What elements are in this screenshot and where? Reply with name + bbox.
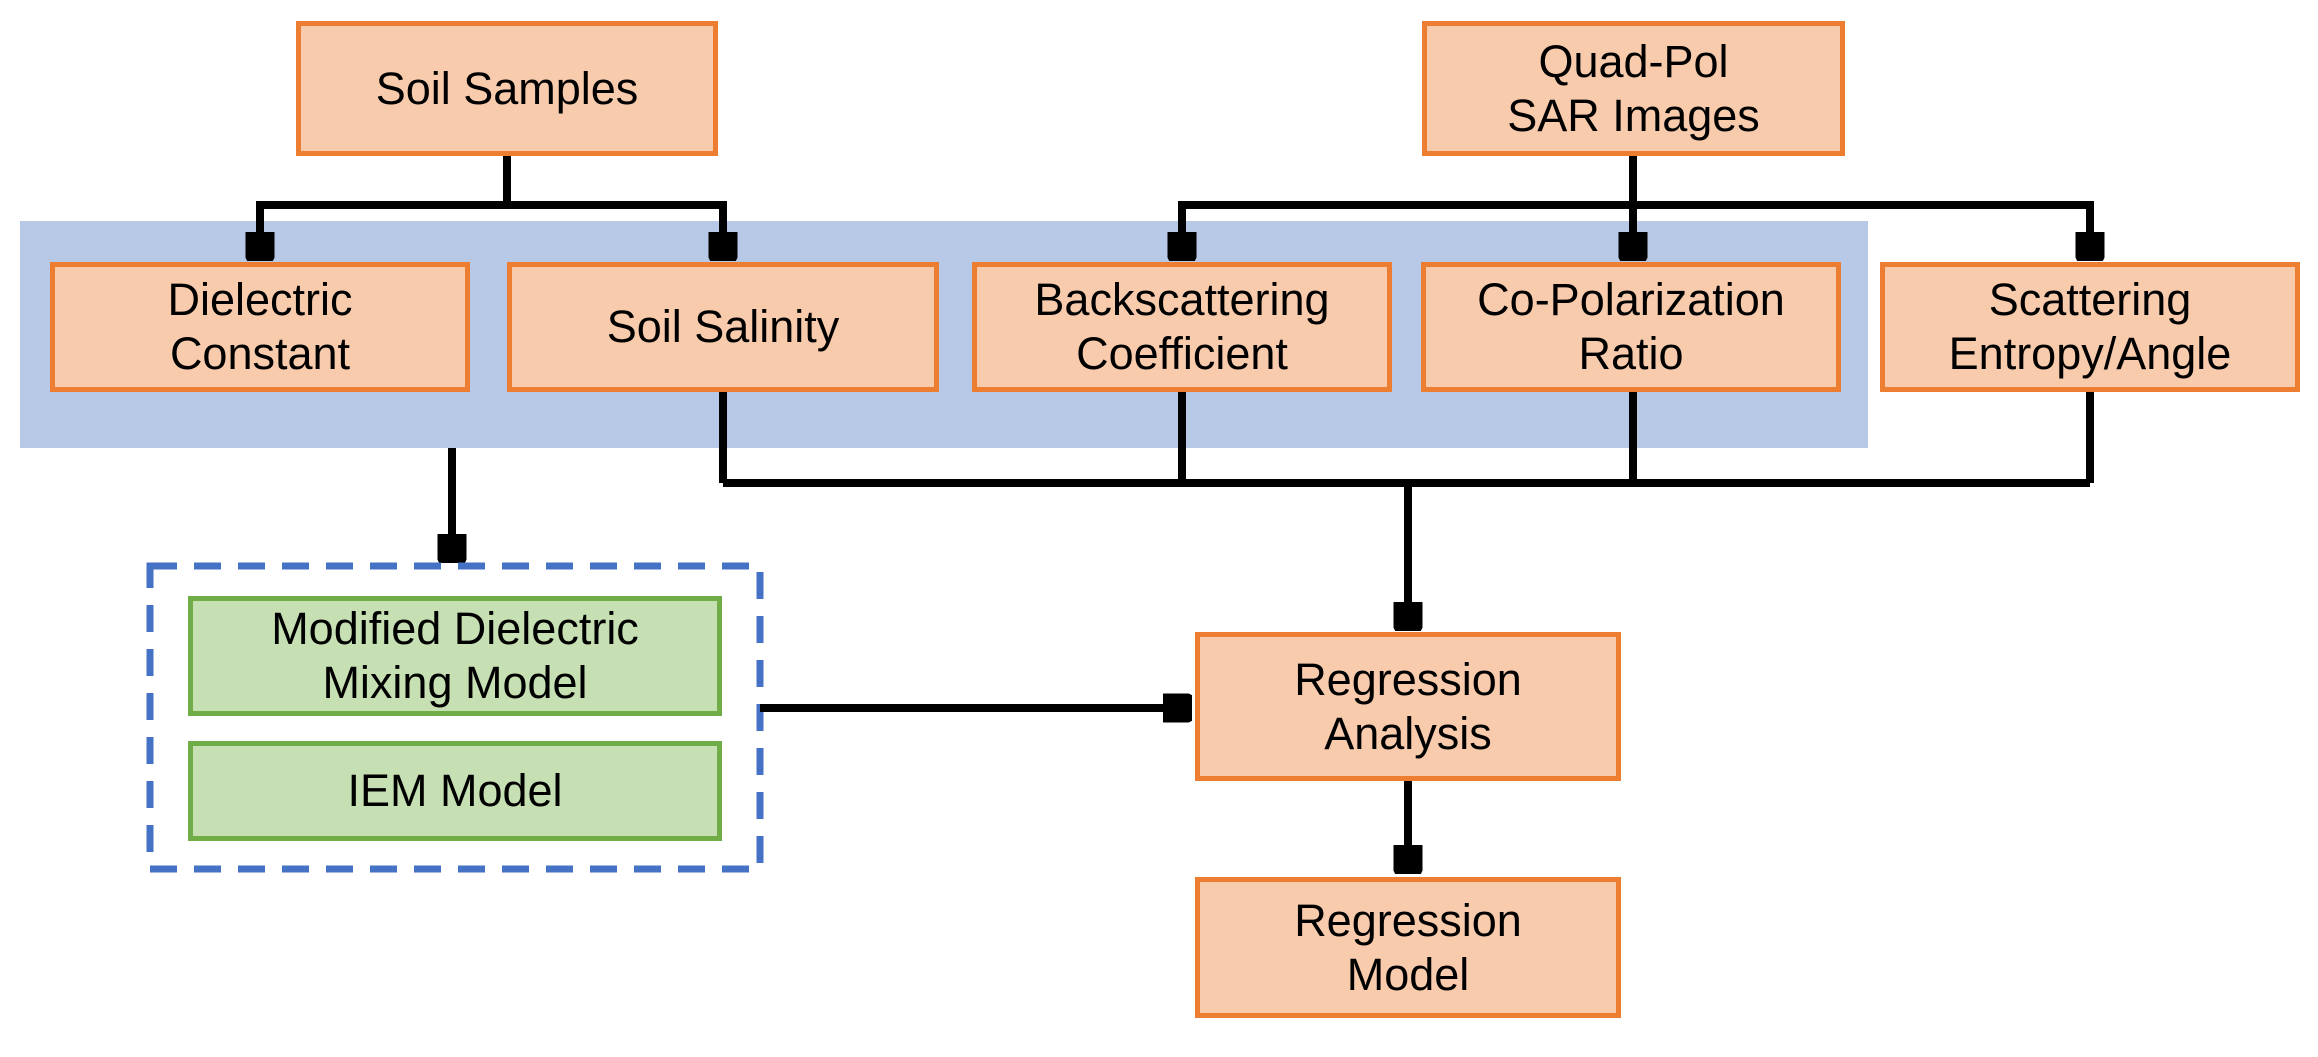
node-soil-salinity: Soil Salinity [507, 262, 939, 392]
node-soil-samples: Soil Samples [296, 21, 718, 156]
node-label: Modified Dielectric [271, 603, 639, 654]
node-label: Dielectric [167, 274, 353, 325]
node-label: Backscattering [1034, 274, 1330, 325]
node-label: Constant [169, 328, 351, 379]
node-label: Quad-Pol [1538, 35, 1729, 87]
node-regression-model: Regression Model [1195, 877, 1621, 1018]
node-label: Model [1346, 948, 1470, 1000]
connector-parameter-collector [719, 392, 2094, 487]
node-regression-analysis: Regression Analysis [1195, 632, 1621, 781]
connector-soil-samples-split [256, 156, 727, 209]
node-modified-dielectric-mixing-model: Modified Dielectric Mixing Model [188, 596, 722, 716]
node-co-polarization-ratio: Co-Polarization Ratio [1421, 262, 1841, 392]
model-group-dashed-frame [146, 562, 764, 873]
node-dielectric-constant: Dielectric Constant [50, 262, 470, 392]
node-scattering-entropy-angle: Scattering Entropy/Angle [1880, 262, 2300, 392]
node-label: Coefficient [1076, 328, 1288, 379]
node-label: Mixing Model [322, 657, 588, 708]
node-label: Regression [1294, 653, 1522, 705]
node-label: Soil Salinity [606, 301, 840, 352]
node-label: Regression [1294, 894, 1522, 946]
node-label: Entropy/Angle [1948, 328, 2232, 379]
connector-quad-pol-split [1178, 156, 2094, 209]
node-label: Ratio [1578, 328, 1684, 379]
node-label: Scattering [1988, 274, 2192, 325]
node-label: IEM Model [347, 765, 563, 816]
node-label: Analysis [1324, 707, 1492, 759]
node-iem-model: IEM Model [188, 741, 722, 841]
node-quad-pol-sar-images: Quad-Pol SAR Images [1422, 21, 1845, 156]
node-label: Co-Polarization [1477, 274, 1785, 325]
node-backscattering-coefficient: Backscattering Coefficient [972, 262, 1392, 392]
node-label: Soil Samples [375, 62, 639, 114]
node-label: SAR Images [1507, 89, 1760, 141]
